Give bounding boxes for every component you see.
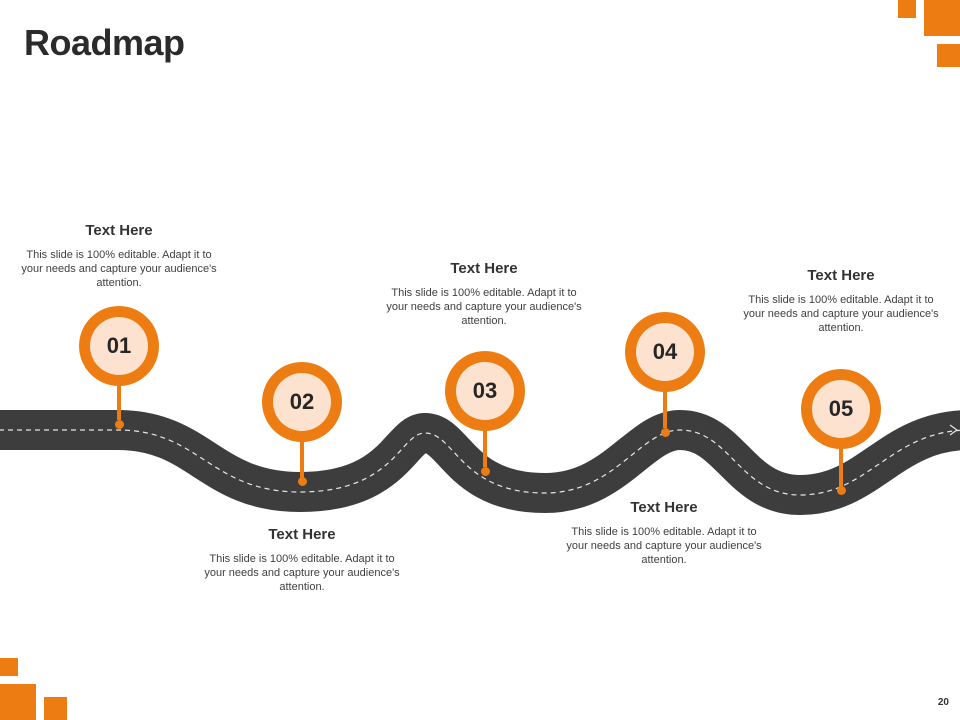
- milestone-dot-03: [481, 467, 490, 476]
- corner-square-top-1: [898, 0, 916, 18]
- milestone-number: 02: [273, 373, 331, 431]
- milestone-number: 03: [456, 362, 514, 420]
- milestone-description: This slide is 100% editable. Adapt it to…: [566, 526, 762, 566]
- milestone-number: 05: [812, 380, 870, 438]
- milestone-text-02: Text Here This slide is 100% editable. A…: [202, 526, 402, 594]
- milestone-description: This slide is 100% editable. Adapt it to…: [21, 249, 217, 289]
- road-arrow-icon: [949, 424, 959, 436]
- milestone-pin-01: 01: [79, 306, 159, 429]
- milestone-pin-04: 04: [625, 312, 705, 437]
- corner-square-bottom-1: [0, 658, 18, 676]
- page-title: Roadmap: [24, 22, 185, 63]
- milestone-heading: Text Here: [630, 499, 698, 516]
- page-number: 20: [937, 697, 949, 708]
- road-center-line: [0, 429, 960, 496]
- milestone-text-05: Text Here This slide is 100% editable. A…: [741, 267, 941, 335]
- milestone-heading: Text Here: [268, 526, 336, 543]
- corner-square-top-3: [937, 44, 960, 67]
- corner-square-top-2: [924, 0, 960, 36]
- milestone-heading: Text Here: [450, 260, 518, 277]
- milestone-pin-03: 03: [445, 351, 525, 476]
- milestone-dot-04: [661, 428, 670, 437]
- milestone-dot-01: [115, 420, 124, 429]
- milestone-heading: Text Here: [807, 267, 875, 284]
- corner-square-bottom-3: [44, 697, 67, 720]
- milestone-pin-02: 02: [262, 362, 342, 486]
- milestone-number: 04: [636, 323, 694, 381]
- milestone-number: 01: [90, 317, 148, 375]
- milestone-text-04: Text Here This slide is 100% editable. A…: [564, 499, 764, 567]
- milestone-dot-02: [298, 477, 307, 486]
- milestone-dot-05: [837, 486, 846, 495]
- milestone-pin-05: 05: [801, 369, 881, 495]
- milestone-text-03: Text Here This slide is 100% editable. A…: [384, 260, 584, 328]
- milestone-description: This slide is 100% editable. Adapt it to…: [204, 553, 400, 593]
- milestone-description: This slide is 100% editable. Adapt it to…: [743, 294, 939, 334]
- milestone-text-01: Text Here This slide is 100% editable. A…: [19, 222, 219, 290]
- milestone-heading: Text Here: [85, 222, 153, 239]
- corner-square-bottom-2: [0, 684, 36, 720]
- milestone-description: This slide is 100% editable. Adapt it to…: [386, 287, 582, 327]
